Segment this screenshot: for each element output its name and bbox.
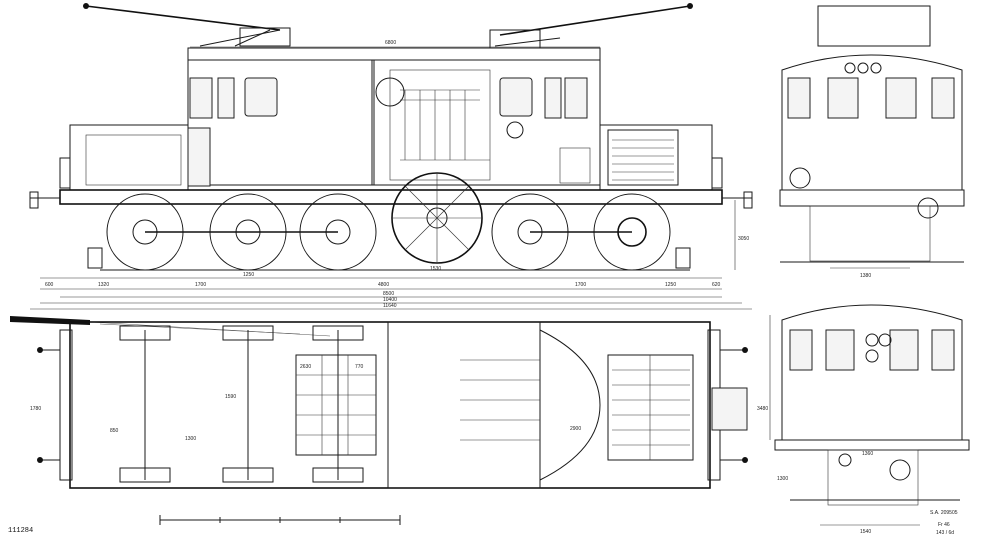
- dim-row1-0: 600: [45, 282, 54, 288]
- dim-row1-3: 1250: [243, 272, 254, 278]
- plan-dim-3: 770: [355, 364, 364, 370]
- side-elevation-view: 6800: [29, 3, 753, 310]
- plan-dim-0: 2630: [300, 364, 311, 370]
- end-section-height: 3480: [757, 406, 768, 412]
- plan-dim-6: 850: [110, 428, 119, 434]
- end-view-width: 1380: [860, 273, 871, 279]
- dim-row4: 11640: [383, 303, 397, 309]
- dim-row1-4: 4800: [378, 282, 389, 288]
- end-section-lower: 1300: [777, 476, 788, 482]
- traction-transformer-detail: [607, 129, 679, 186]
- dim-row3: 10400: [383, 297, 397, 303]
- side-dimension-lines: [30, 200, 752, 310]
- dim-row1-2: 1700: [195, 282, 206, 288]
- plan-view: 2630 1300 1590 770 2900 1780 850: [10, 316, 748, 525]
- driving-wheels: [106, 172, 671, 271]
- plan-dim-1: 1300: [185, 436, 196, 442]
- plan-dim-2: 1590: [225, 394, 236, 400]
- electrical-equipment-section: [375, 77, 524, 161]
- end-section-bottom: 1540: [860, 529, 871, 535]
- plan-dim-5: 1780: [30, 406, 41, 412]
- plan-floor-planking: [460, 359, 540, 441]
- end-elevation-view: 1380: [779, 5, 965, 279]
- plan-dim-4: 2900: [570, 426, 581, 432]
- pantograph-left: [83, 3, 291, 47]
- dim-row2: 8500: [383, 291, 394, 297]
- end-section-width: 1360: [862, 451, 873, 457]
- pantograph-right: [489, 3, 693, 49]
- dim-row1-7: 1250: [665, 282, 676, 288]
- sheet-note-1: 143 / 6d: [936, 530, 954, 536]
- dim-row1-1: 1320: [98, 282, 109, 288]
- scale-bar: [159, 515, 401, 525]
- dim-row1-5: 1530: [430, 266, 441, 272]
- plan-transformer: [607, 354, 694, 461]
- end-section-view: 3480 1360 1300 1540: [757, 304, 970, 535]
- dim-height: 3050: [738, 236, 749, 242]
- resistor-grid: [295, 354, 377, 456]
- plan-axles: [119, 325, 364, 483]
- dim-overall-length: 6800: [385, 40, 396, 46]
- drawing-reference: S.A. 209505: [930, 510, 958, 516]
- sheet-note-0: Fr 46: [938, 522, 950, 528]
- dim-row1-6: 1700: [575, 282, 586, 288]
- sheet-number: 111284: [8, 527, 33, 535]
- dim-row1-8: 620: [712, 282, 721, 288]
